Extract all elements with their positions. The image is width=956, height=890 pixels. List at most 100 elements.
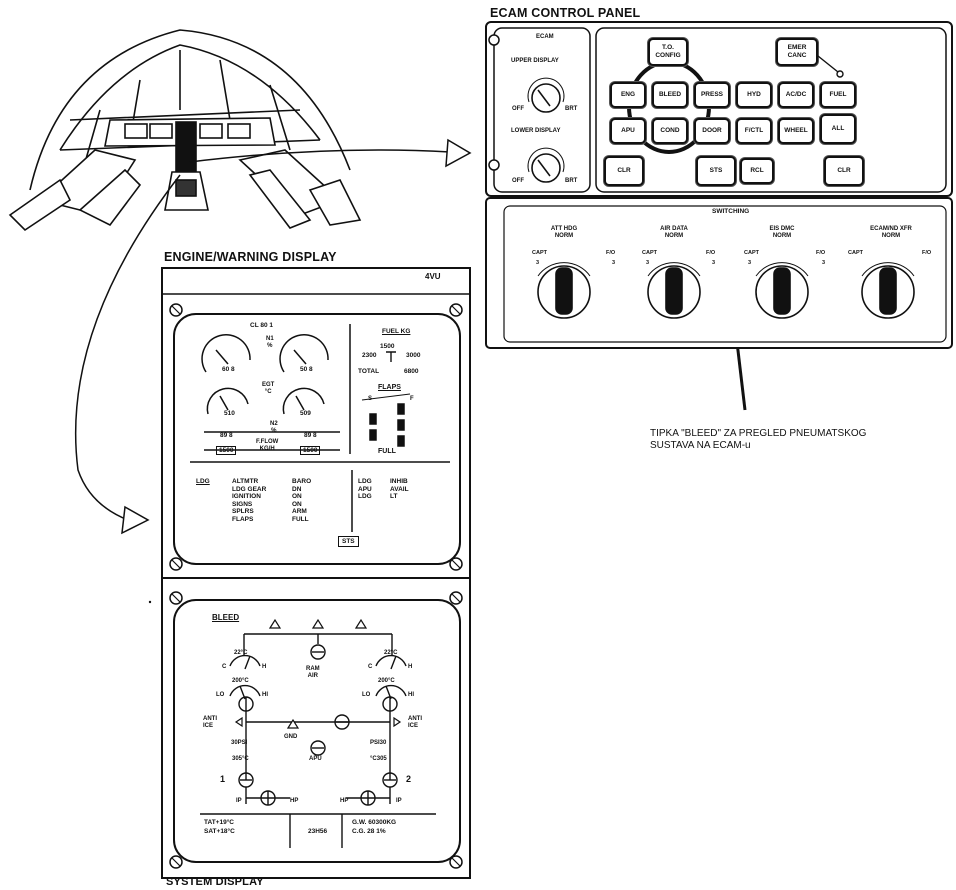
memo-item: FULL (292, 515, 309, 523)
lower-brt-label: BRT (565, 178, 578, 184)
att-hdg-pos: NORM (554, 233, 574, 239)
sd-ip-left: IP (236, 798, 242, 804)
ewd-ff-left: 1500 (216, 446, 237, 455)
memo-item: ARM (292, 508, 307, 515)
att-hdg-capt: CAPT (532, 250, 547, 256)
ewd-fuel-total: 6800 (404, 368, 419, 375)
to-config-button[interactable]: T.O. CONFIG (648, 38, 688, 66)
ecam-nd-xfr-name: ECAM/ND XFR (870, 226, 912, 232)
ewd-fuel-right: 3000 (406, 352, 421, 359)
press-button[interactable]: PRESS (694, 82, 730, 108)
ecam-nd-xfr-selector[interactable] (872, 250, 912, 294)
eis-dmc-fo: F/O (816, 250, 826, 256)
ewd-n1-left: 60 8 (222, 366, 235, 373)
sd-apu: APU (309, 756, 322, 762)
memo-item: DN (292, 485, 302, 493)
apu-button[interactable]: APU (610, 118, 646, 144)
air-data-pos: NORM (664, 233, 684, 239)
ewd-n1-right: 50 8 (300, 366, 313, 373)
wheel-button[interactable]: WHEEL (778, 118, 814, 144)
ecam-control-panel-title: ECAM CONTROL PANEL (490, 6, 641, 20)
memo-item: SPLRS (232, 508, 254, 515)
eis-dmc-selector[interactable] (766, 250, 806, 294)
door-button[interactable]: DOOR (694, 118, 730, 144)
ecam-nd-xfr-selector-label: ECAM/ND XFR NORM (846, 226, 936, 240)
sd-ip-right: IP (396, 798, 402, 804)
memo-item: LDG GEAR (232, 485, 267, 493)
ewd-n1-label: N1 % (266, 336, 274, 349)
ewd-memo-col2: BARO DN ON ON ARM FULL (292, 478, 311, 523)
sd-title: BLEED (212, 613, 240, 622)
sd-anti-ice-right: ANTI ICE (408, 716, 422, 729)
ecam-control-panel (485, 21, 953, 349)
sd-c-left: C (222, 664, 227, 670)
eng-button[interactable]: ENG (610, 82, 646, 108)
sd-cg: C.G. 28 1% (352, 828, 386, 835)
memo-item: BARO (292, 478, 312, 485)
sts-button[interactable]: STS (696, 156, 736, 186)
bleed-key-note: TIPKA "BLEED" ZA PREGLED PNEUMATSKOG SUS… (650, 428, 867, 451)
memo-item: AVAIL (390, 485, 409, 493)
eis-dmc-selector-label: EIS DMC NORM (742, 226, 822, 240)
air-data-selector[interactable] (658, 250, 698, 294)
clr-right-button[interactable]: CLR (824, 156, 864, 186)
emer-canc-button[interactable]: EMER CANC (776, 38, 818, 66)
ewd-ff-right: 1500 (300, 446, 321, 455)
fuel-button[interactable]: FUEL (820, 82, 856, 108)
memo-item: FLAPS (232, 515, 254, 523)
emer-canc-guard-icon (817, 55, 844, 78)
sd-hp-right: HP (340, 798, 349, 804)
lower-off-label: OFF (512, 178, 524, 184)
memo-item: INHIB (390, 478, 408, 485)
hyd-button[interactable]: HYD (736, 82, 772, 108)
sd-precool-left: 200°C (232, 678, 249, 684)
ewd-memo-col4: INHIB AVAIL LT (390, 478, 409, 501)
sd-gw: G.W. 60300KG (352, 819, 397, 826)
lower-display-label: LOWER DISPLAY (511, 128, 561, 134)
ewd-egt-left: 510 (224, 410, 235, 417)
clr-left-button[interactable]: CLR (604, 156, 644, 186)
sd-bleed-temp-right: °C305 (370, 756, 387, 762)
air-data-capt-3: 3 (646, 260, 650, 266)
eis-dmc-pos: NORM (772, 233, 792, 239)
memo-item: ON (292, 493, 302, 500)
sd-sat: SAT+18°C (204, 828, 235, 835)
panel-id-label: 4VU (425, 272, 441, 281)
sd-lo-right: LO (362, 692, 371, 698)
ewd-memo-col3: LDG APU LDG (358, 478, 372, 501)
ewd-flaps-f: F (410, 396, 414, 402)
ecam-display-unit (161, 267, 471, 879)
upper-display-label: UPPER DISPLAY (511, 58, 559, 64)
ewd-cl: CL 80 1 (250, 322, 274, 329)
sd-psi-right: PSI30 (370, 740, 387, 746)
cond-button[interactable]: COND (652, 118, 688, 144)
sd-h-left: H (262, 664, 267, 670)
att-hdg-name: ATT HDG (550, 226, 578, 232)
ecam-nd-xfr-capt: CAPT (848, 250, 863, 256)
ecam-nd-xfr-pos: NORM (881, 233, 901, 239)
memo-item: APU (358, 485, 372, 493)
all-button[interactable]: ALL (820, 114, 856, 144)
att-hdg-selector[interactable] (548, 250, 588, 294)
sd-weight-box: G.W. 60300KG C.G. 28 1% (352, 818, 396, 836)
rcl-button[interactable]: RCL (740, 158, 774, 184)
ecam-nd-xfr-fo: F/O (922, 250, 932, 256)
ewd-ff-label: F.FLOW KG/H (256, 439, 279, 452)
ewd-n2-left: 89 8 (220, 432, 233, 439)
ewd-fuel-total-label: TOTAL (358, 368, 380, 375)
sd-gnd: GND (284, 734, 298, 740)
lower-display-knob[interactable] (536, 158, 560, 182)
air-data-selector-label: AIR DATA NORM (634, 226, 714, 240)
sd-c-right: C (368, 664, 373, 670)
upper-off-label: OFF (512, 106, 524, 112)
ewd-flaps-title: FLAPS (378, 384, 401, 391)
ewd-flaps-value: FULL (378, 448, 396, 455)
f-ctl-button[interactable]: F/CTL (736, 118, 772, 144)
air-data-fo: F/O (706, 250, 716, 256)
bleed-button[interactable]: BLEED (652, 82, 688, 108)
ac-dc-button[interactable]: AC/DC (778, 82, 814, 108)
att-hdg-fo-3: 3 (612, 260, 616, 266)
sd-eng-2: 2 (406, 774, 412, 784)
upper-display-knob[interactable] (536, 88, 560, 112)
